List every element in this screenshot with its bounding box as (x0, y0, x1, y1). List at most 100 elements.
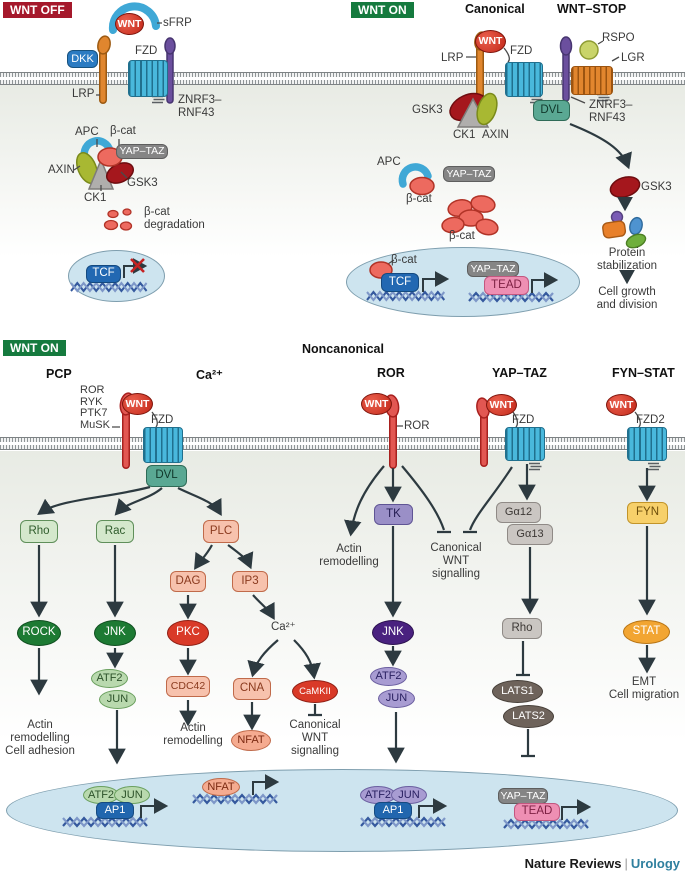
rho-protein: Rho (502, 618, 542, 639)
fzd-receptor (143, 427, 183, 463)
wnt-off-badge: WNT OFF (3, 2, 72, 18)
bcat-degradation-label: β-cat degradation (144, 206, 205, 231)
canonical-header: Canonical (465, 2, 525, 16)
tk-domain: TK (374, 504, 413, 525)
actin-adhesion-label: Actin remodelling Cell adhesion (5, 719, 75, 757)
tcf-factor: TCF (381, 273, 419, 292)
ca-ion-label: Ca²⁺ (271, 621, 296, 633)
canonical-wnt-signalling-label: Canonical WNT signalling (430, 542, 482, 580)
ca-header: Ca²⁺ (196, 368, 223, 382)
plasma-membrane-top (0, 72, 685, 85)
gsk3-label: GSK3 (412, 104, 443, 116)
rock-protein: ROCK (17, 620, 61, 646)
apc-label: APC (377, 156, 401, 168)
ga12-protein: Gα12 (496, 502, 541, 523)
rspo-label: RSPO (602, 32, 635, 44)
protein-stabilization-label: Protein stabilization (596, 247, 658, 272)
gsk3-label: GSK3 (127, 177, 158, 189)
gsk3-stop-label: GSK3 (641, 181, 672, 193)
rspo-shape (579, 40, 599, 60)
actin-remodelling-label: Actin remodelling (319, 543, 379, 568)
noncanonical-header: Noncanonical (302, 342, 384, 356)
dkk-protein: DKK (67, 50, 98, 68)
wnt-ligand: WNT (361, 393, 392, 415)
cna-protein: CNA (233, 678, 271, 700)
nfat-nucleus: NFAT (202, 778, 240, 796)
yap-taz-protein: YAP–TAZ (116, 144, 168, 159)
fzd-label: FZD (510, 45, 533, 57)
cell-growth-label: Cell growth and division (596, 286, 658, 311)
lats1-protein: LATS1 (492, 680, 543, 703)
jun-protein: JUN (378, 689, 415, 708)
lrp-label: LRP (72, 88, 95, 100)
fyn-stat-header: FYN–STAT (612, 366, 675, 380)
yap-taz-nucleus: YAP–TAZ (498, 788, 548, 804)
ip3-protein: IP3 (232, 571, 268, 592)
ga13-protein: Gα13 (507, 524, 553, 545)
yap-taz-nucleus: YAP–TAZ (467, 261, 519, 277)
cytoplasm-top (0, 85, 685, 257)
camkii-protein: CaMKII (292, 680, 338, 703)
jnk-protein: JNK (94, 620, 136, 646)
lrp-label: LRP (441, 52, 464, 64)
plasma-membrane-bottom (0, 437, 685, 450)
ror-header: ROR (377, 366, 405, 380)
pkc-protein: PKC (167, 620, 209, 646)
ck1-label: CK1 (453, 129, 476, 141)
apc-label: APC (75, 126, 99, 138)
cdc42-protein: CDC42 (166, 676, 210, 697)
fzd2-receptor (627, 427, 667, 461)
plc-protein: PLC (203, 520, 239, 543)
pcp-receptor-list-label: ROR RYK PTK7 MuSK (80, 384, 110, 431)
yap-taz-protein: YAP–TAZ (443, 166, 495, 182)
fzd-receptor (505, 427, 545, 461)
tead-nucleus: TEAD (514, 803, 560, 821)
ror-receptor-label: ROR (404, 420, 430, 432)
lgr-label: LGR (621, 52, 645, 64)
emt-migration-label: EMT Cell migration (608, 676, 680, 701)
axin-label: AXIN (482, 129, 509, 141)
ap1-complex-purple: AP1 (374, 802, 412, 819)
fzd-receptor (128, 60, 168, 97)
wnt-ligand: WNT (606, 394, 637, 416)
ap1-complex-green: AP1 (96, 802, 134, 819)
atf2-protein: ATF2 (91, 669, 128, 688)
bcat-label: β-cat (110, 125, 136, 137)
wnt-ligand: WNT (115, 13, 144, 35)
bcat-pool-label: β-cat (449, 230, 475, 242)
stat-factor: STAT (623, 620, 670, 644)
fzd-label: FZD (135, 45, 158, 57)
sfrp-label: sFRP (163, 17, 192, 29)
fzd-label: FZD (151, 414, 174, 426)
fzd-label: FZD (512, 414, 535, 426)
fzd-receptor (505, 62, 543, 97)
fzd2-label: FZD2 (636, 414, 665, 426)
rho-protein: Rho (20, 520, 58, 543)
rac-protein: Rac (96, 520, 134, 543)
tcf-factor: TCF (86, 265, 121, 283)
atf2-protein: ATF2 (370, 667, 407, 686)
bcat-nucleus-label: β-cat (391, 254, 417, 266)
nfat-protein: NFAT (231, 730, 271, 751)
axin-label: AXIN (48, 164, 75, 176)
znrf3-rnf43-label: ZNRF3– RNF43 (178, 94, 222, 119)
jnk-protein: JNK (372, 620, 414, 645)
ck1-label: CK1 (84, 192, 107, 204)
wnt-stop-header: WNT–STOP (557, 2, 627, 16)
znrf3-rnf43-label: ZNRF3– RNF43 (589, 99, 633, 124)
wnt-on-badge: WNT ON (351, 2, 414, 18)
wnt-on-badge-2: WNT ON (3, 340, 66, 356)
bcat-label: β-cat (406, 193, 432, 205)
dag-protein: DAG (170, 571, 206, 592)
pcp-header: PCP (46, 367, 72, 381)
jun-protein: JUN (99, 690, 136, 709)
yap-taz-header: YAP–TAZ (492, 366, 547, 380)
journal-name: Nature Reviews (524, 856, 622, 871)
tead-factor: TEAD (484, 276, 529, 295)
dvl-protein: DVL (146, 465, 187, 487)
wnt-ligand: WNT (475, 30, 506, 53)
journal-separator: | (624, 856, 628, 871)
journal-credit: Nature Reviews|Urology (525, 856, 680, 871)
dvl-protein: DVL (533, 100, 570, 121)
